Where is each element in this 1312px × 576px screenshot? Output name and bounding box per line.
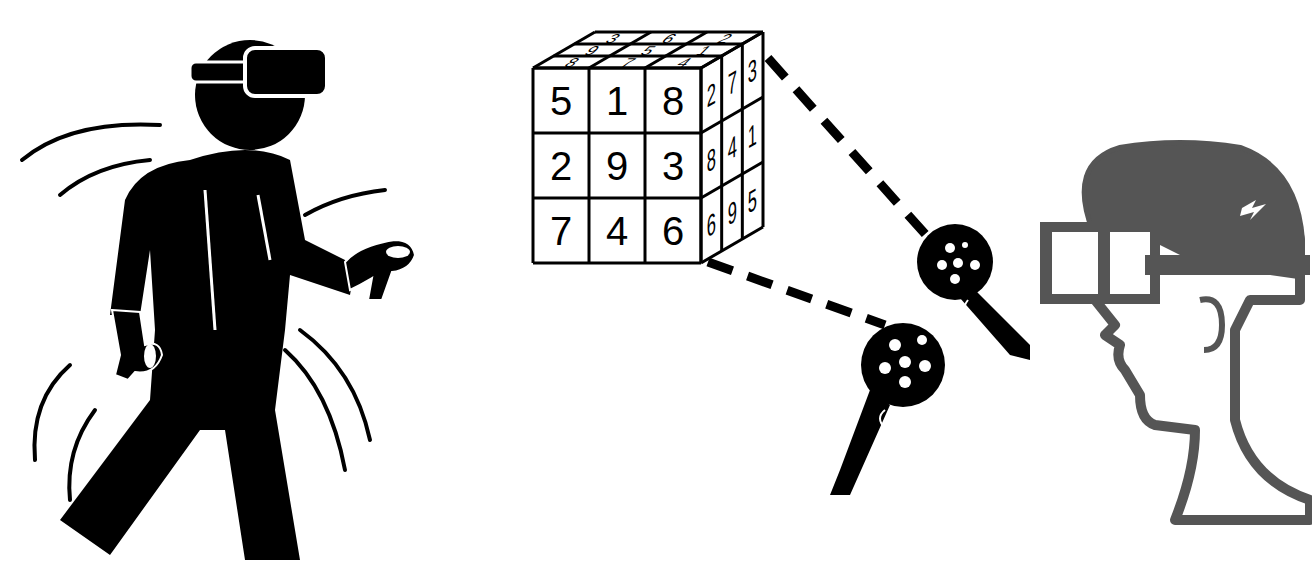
- cube-number: 3: [748, 53, 757, 88]
- cube-number: 8: [707, 142, 716, 177]
- cube-number: 7: [727, 65, 736, 100]
- walking-person: [60, 40, 415, 560]
- cube-number: 5: [637, 44, 659, 57]
- cube-edge: [700, 68, 703, 263]
- cube-edge: [644, 68, 647, 263]
- cube-number: 2: [550, 146, 572, 186]
- cube-number: 6: [707, 207, 716, 242]
- headset-wearer: [1040, 145, 1310, 520]
- cube-edge: [741, 44, 744, 239]
- cube-number: 6: [662, 211, 684, 251]
- cube-number: 8: [560, 56, 582, 69]
- cube-ground: [533, 32, 763, 263]
- cube-number: 8: [662, 81, 684, 121]
- cube-number: 3: [602, 32, 624, 45]
- cube-edge: [720, 56, 723, 251]
- cube-edge: [588, 68, 591, 263]
- cube-number: 7: [550, 211, 572, 251]
- cube-number: 9: [727, 195, 736, 230]
- cube-edge: [700, 68, 703, 263]
- cube-edge: [533, 197, 701, 200]
- cube-number: 1: [693, 44, 715, 57]
- cube-edge: [533, 262, 701, 265]
- cube-number: 5: [550, 81, 572, 121]
- cube-edge: [532, 68, 535, 263]
- cube-number: 7: [616, 56, 638, 69]
- cube-number: 1: [748, 118, 757, 153]
- cube-number: 4: [727, 130, 736, 165]
- cube-number: 6: [658, 32, 680, 45]
- cube-number: 9: [606, 146, 628, 186]
- cube-number: 2: [714, 32, 736, 45]
- cube-edge: [533, 132, 701, 135]
- number-cube: [533, 32, 763, 263]
- cube-number: 1: [606, 81, 628, 121]
- cube-number: 4: [606, 211, 628, 251]
- cube-number: 5: [748, 183, 757, 218]
- cube-number: 4: [672, 56, 694, 69]
- cube-number: 3: [662, 146, 684, 186]
- cube-number: 9: [581, 44, 603, 57]
- cube-edge: [762, 32, 765, 227]
- cube-number: 2: [707, 77, 716, 112]
- vr-controller: [830, 323, 945, 495]
